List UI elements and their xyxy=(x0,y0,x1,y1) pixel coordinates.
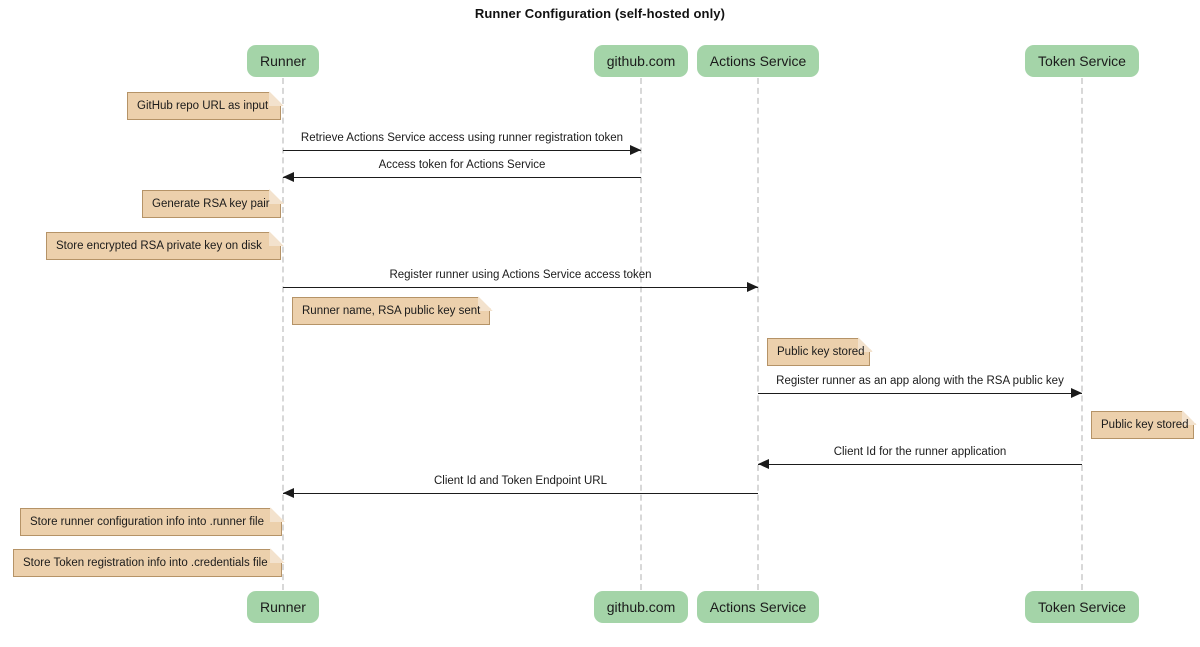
participant-label: github.com xyxy=(606,53,676,69)
note-n6: Public key stored xyxy=(1091,410,1197,439)
participant-label: Token Service xyxy=(1038,599,1126,615)
participant-actions-bottom[interactable]: Actions Service xyxy=(697,591,819,623)
message-label: Client Id and Token Endpoint URL xyxy=(433,475,608,487)
arrowhead-left-icon xyxy=(758,459,769,469)
participant-label: Runner xyxy=(260,599,306,615)
arrowhead-right-icon xyxy=(1071,388,1082,398)
note-text: Public key stored xyxy=(1101,419,1189,431)
participant-github-top[interactable]: github.com xyxy=(594,45,688,77)
message-line xyxy=(283,177,641,178)
lifeline-github xyxy=(640,78,642,590)
arrowhead-left-icon xyxy=(283,172,294,182)
note-text: Generate RSA key pair xyxy=(152,198,270,210)
note-fold-corner-icon xyxy=(1182,410,1197,425)
page-title: Runner Configuration (self-hosted only) xyxy=(474,6,726,21)
note-n4: Runner name, RSA public key sent xyxy=(292,296,493,325)
note-n3: Store encrypted RSA private key on disk xyxy=(46,231,284,260)
message-label: Register runner as an app along with the… xyxy=(776,375,1064,387)
participant-label: Actions Service xyxy=(709,53,807,69)
note-fold-corner-icon xyxy=(269,189,284,204)
participant-token-bottom[interactable]: Token Service xyxy=(1025,591,1139,623)
participant-runner-top[interactable]: Runner xyxy=(247,45,319,77)
participant-label: Runner xyxy=(260,53,306,69)
note-fold-corner-icon xyxy=(269,91,284,106)
lifeline-runner xyxy=(282,78,284,590)
note-text: GitHub repo URL as input xyxy=(137,100,269,112)
participant-label: Actions Service xyxy=(709,599,807,615)
message-line xyxy=(283,287,758,288)
note-text: Public key stored xyxy=(777,346,865,358)
note-text: Store encrypted RSA private key on disk xyxy=(56,240,262,252)
message-label: Retrieve Actions Service access using ru… xyxy=(300,132,624,144)
note-fold-corner-icon xyxy=(270,548,285,563)
note-fold-corner-icon xyxy=(269,231,284,246)
arrowhead-right-icon xyxy=(747,282,758,292)
note-n8: Store Token registration info into .cred… xyxy=(13,548,285,577)
note-fold-corner-icon xyxy=(478,296,493,311)
note-text: Store Token registration info into .cred… xyxy=(23,557,268,569)
message-line xyxy=(283,493,758,494)
note-text: Runner name, RSA public key sent xyxy=(302,305,481,317)
note-n7: Store runner configuration info into .ru… xyxy=(20,507,285,536)
participant-runner-bottom[interactable]: Runner xyxy=(247,591,319,623)
message-line xyxy=(758,464,1082,465)
participant-label: Token Service xyxy=(1038,53,1126,69)
participant-github-bottom[interactable]: github.com xyxy=(594,591,688,623)
note-text: Store runner configuration info into .ru… xyxy=(30,516,264,528)
note-n1: GitHub repo URL as input xyxy=(127,91,284,120)
note-n2: Generate RSA key pair xyxy=(142,189,284,218)
participant-label: github.com xyxy=(606,599,676,615)
arrowhead-right-icon xyxy=(630,145,641,155)
message-label: Client Id for the runner application xyxy=(833,446,1007,458)
arrowhead-left-icon xyxy=(283,488,294,498)
note-n5: Public key stored xyxy=(767,337,873,366)
note-fold-corner-icon xyxy=(270,507,285,522)
participant-token-top[interactable]: Token Service xyxy=(1025,45,1139,77)
note-fold-corner-icon xyxy=(858,337,873,352)
message-label: Access token for Actions Service xyxy=(378,159,546,171)
message-label: Register runner using Actions Service ac… xyxy=(389,269,652,281)
message-line xyxy=(283,150,641,151)
lifeline-actions xyxy=(757,78,759,590)
participant-actions-top[interactable]: Actions Service xyxy=(697,45,819,77)
lifeline-token xyxy=(1081,78,1083,590)
message-line xyxy=(758,393,1082,394)
